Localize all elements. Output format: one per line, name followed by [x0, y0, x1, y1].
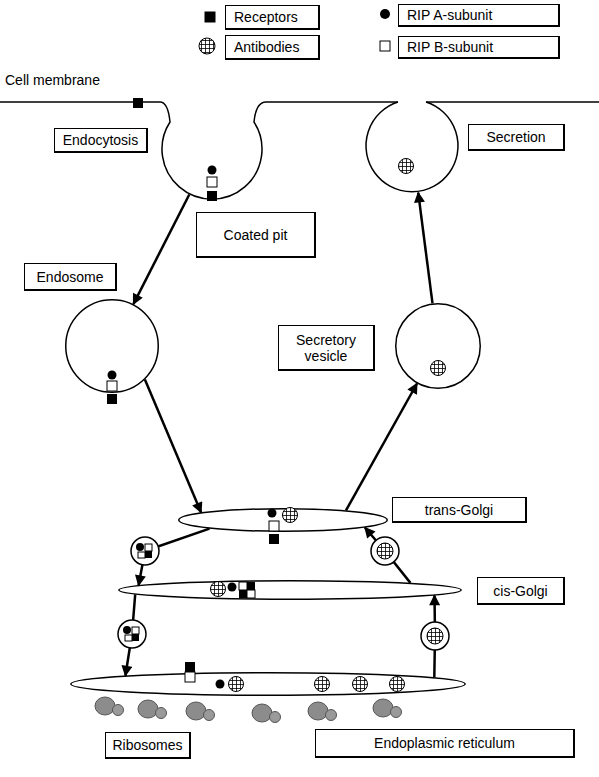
- rip-a-symbol: [228, 583, 237, 592]
- rip-b-symbol: [269, 521, 279, 531]
- transport-arrow: [433, 595, 436, 677]
- rip-a-symbol: [108, 371, 117, 380]
- compartment-outline: [65, 299, 159, 393]
- cell-membrane: [426, 101, 599, 103]
- membrane-outline: [179, 509, 388, 532]
- antibody-symbol: [211, 582, 226, 597]
- transport-arrow: [125, 594, 135, 675]
- receptor-symbol: [133, 98, 143, 108]
- transport-arrow: [145, 380, 201, 513]
- membrane-outline: [366, 102, 458, 192]
- membrane-outline: [66, 300, 159, 393]
- ribosome-symbol: [138, 700, 167, 719]
- receptor-symbol: [247, 582, 255, 590]
- compartment-label: cis-Golgi: [477, 577, 565, 605]
- legend-label: Antibodies: [225, 35, 320, 60]
- antibody-symbol: [229, 677, 244, 692]
- rip-a-symbol: [208, 166, 217, 175]
- rip-a-symbol: [216, 680, 225, 689]
- membrane-outline: [71, 673, 466, 696]
- ribosome-symbol: [252, 704, 281, 723]
- transport-arrow: [133, 195, 189, 305]
- swatch-shape: [380, 9, 390, 19]
- compartment-outline: [362, 97, 462, 193]
- endosome: Endosome: [65, 299, 159, 393]
- antibody-symbol: [315, 677, 330, 692]
- membrane-outline: [160, 102, 266, 199]
- transport-arrow: [418, 193, 432, 304]
- compartment-outline: [395, 303, 481, 389]
- compartment-label: trans-Golgi: [392, 497, 527, 523]
- compartment-label: Secretory vesicle: [278, 325, 375, 371]
- transport-arrow: [346, 384, 417, 511]
- legend-label: RIP B-subunit: [398, 36, 560, 59]
- legend-label: RIP A-subunit: [398, 4, 560, 27]
- receptor-symbol: [239, 590, 247, 598]
- compartment-outline: [70, 672, 466, 696]
- compartment-label: Endoplasmic reticulum: [315, 729, 575, 758]
- compartment-label: Secretion: [468, 124, 565, 151]
- receptor-symbol: [107, 394, 117, 404]
- transport-vesicle: [371, 537, 399, 565]
- ribosome-symbol: [95, 697, 124, 716]
- transport-vesicle: [131, 537, 159, 565]
- legend-swatch: [375, 4, 395, 24]
- cell-membrane: [0, 101, 160, 103]
- trans-golgi: trans-Golgi: [178, 508, 388, 532]
- endoplasmic-reticulum: Endoplasmic reticulum: [70, 672, 466, 696]
- ribosome-label: Ribosomes: [105, 732, 191, 759]
- rip-b-symbol: [207, 177, 217, 187]
- rip-b-symbol: [247, 590, 255, 598]
- legend-swatch: [200, 7, 220, 27]
- ribosome-symbol: [373, 699, 402, 718]
- rip-a-symbol: [268, 509, 277, 518]
- compartment-outline: [178, 508, 388, 532]
- legend-swatch: [375, 36, 395, 56]
- antibody-symbol: [431, 361, 446, 376]
- rip-b-symbol: [107, 381, 117, 391]
- ribosome-symbol: [186, 702, 215, 721]
- antibody-symbol: [353, 677, 368, 692]
- receptor-symbol: [269, 534, 279, 544]
- coated-pit: EndocytosisCoated pit: [160, 96, 266, 200]
- compartment-outline: [160, 96, 266, 200]
- swatch-shape: [205, 12, 215, 22]
- legend-label: Receptors: [225, 5, 320, 30]
- transport-vesicle: [118, 620, 146, 648]
- swatch-shape: [380, 41, 390, 51]
- membrane-outline: [396, 304, 481, 389]
- secretion-pit: Secretion: [362, 97, 462, 193]
- membrane-outline: [119, 581, 462, 600]
- membrane-label: Cell membrane: [5, 71, 100, 89]
- compartment-label: Endocytosis: [54, 128, 148, 153]
- antibody-symbol: [283, 508, 298, 523]
- ribosome-symbol: [308, 702, 337, 721]
- cis-golgi: cis-Golgi: [118, 580, 462, 600]
- rip-b-symbol: [239, 582, 247, 590]
- antibody-symbol: [390, 677, 405, 692]
- secretory-vesicle: Secretory vesicle: [395, 303, 481, 389]
- receptor-symbol: [185, 662, 195, 672]
- compartment-outline: [118, 580, 462, 600]
- transport-vesicle: [421, 622, 449, 650]
- antibody-symbol: [399, 159, 414, 174]
- compartment-label: Coated pit: [196, 212, 316, 258]
- transport-arrow: [365, 528, 411, 583]
- swatch-shape: [199, 38, 215, 54]
- legend-swatch: [197, 36, 217, 56]
- cell-membrane: [266, 101, 398, 103]
- transport-arrow: [139, 529, 210, 586]
- compartment-label: Endosome: [24, 263, 117, 291]
